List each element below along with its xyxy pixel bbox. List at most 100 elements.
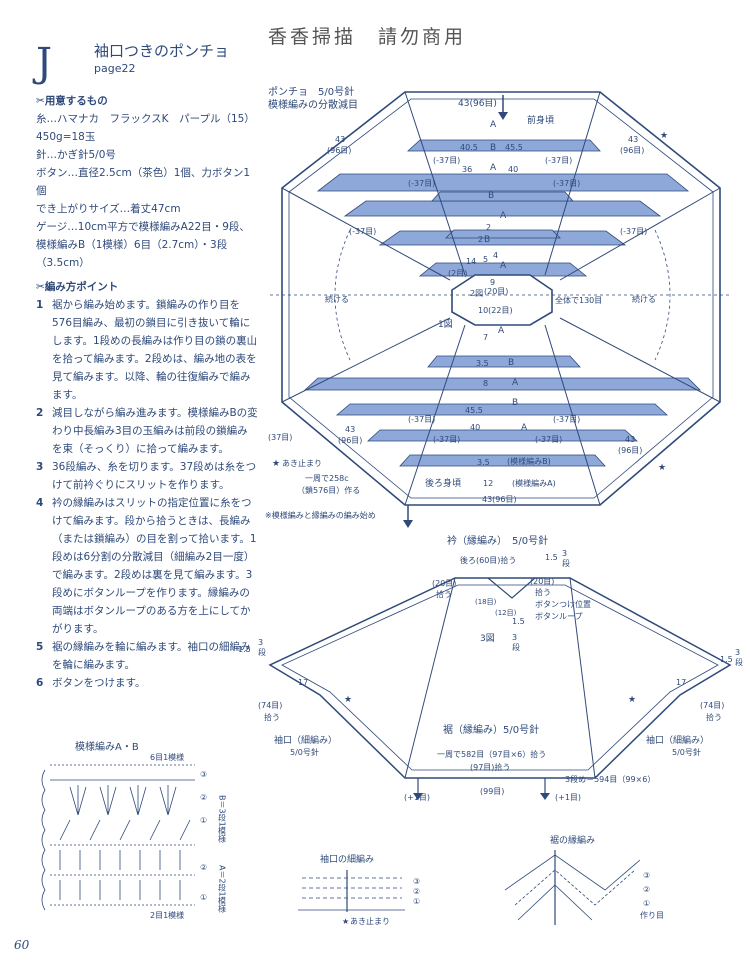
dec-label: (-37目) [349, 227, 376, 236]
band [303, 377, 701, 391]
dim-label: 8 [483, 379, 488, 388]
cuff-title: 袖口（細編み） [274, 734, 337, 746]
dim-label: 14 [466, 257, 476, 266]
dim-label: 10(22目) [478, 306, 513, 315]
hem-outline [268, 577, 732, 779]
dim-label: 40 [470, 423, 480, 432]
fig-label: 1図 [438, 319, 453, 330]
pickup-label: 後ろ(60目)拾う [460, 555, 516, 565]
row-number: ① [643, 899, 650, 908]
diagram-heading: ポンチョ 5/0号針 [268, 85, 354, 98]
hem-count: (97目)拾う [470, 762, 510, 772]
star-icon: ★ [342, 917, 349, 926]
stitch-chart-ab [41, 764, 195, 911]
dim-label: 45.5 [505, 143, 523, 152]
row-number: ③ [413, 877, 420, 886]
cuff-needle: 5/0号針 [290, 747, 319, 757]
pickup-label: (18目) [475, 598, 497, 606]
total-label: 全体で130目 [555, 295, 602, 305]
dim-label: 43 [628, 135, 638, 144]
dim-label: 1.5 [545, 553, 558, 562]
pattern-label: A [521, 423, 528, 433]
row-number: ③ [200, 770, 207, 779]
dim-label: (96目) [620, 146, 644, 155]
dec-label: (-37目) [553, 415, 580, 424]
dim-label: (37目) [268, 433, 292, 442]
dim-label: (96目) [618, 446, 642, 455]
star-icon: ★ [628, 695, 636, 705]
pattern-label: A [500, 211, 507, 221]
dim-label: 43 [345, 425, 355, 434]
dec-label: (-37目) [433, 435, 460, 444]
repeat-label: 2目1模様 [150, 910, 184, 920]
pickup-label: (20目) [432, 579, 456, 588]
continue-label: 続ける [632, 294, 656, 304]
dec-label: (-37目) [408, 415, 435, 424]
fig-label: 3図 [480, 633, 495, 644]
band [445, 229, 561, 239]
repeat-a-label: A＝2段1模様 [218, 865, 227, 913]
collar-title: 衿（縁編み） 5/0号針 [447, 534, 548, 547]
cuff-title: 袖口（細編み） [646, 734, 709, 746]
row-number: ① [200, 893, 207, 902]
dim-label: 3.5 [477, 458, 490, 467]
dim-label: (96目) [327, 146, 351, 155]
materials-line: ゲージ…10cm平方で模様編みA22目・9段、模様編みB（1模様）6目（2.7c… [36, 221, 250, 269]
band [427, 355, 581, 368]
pattern-label: B [488, 191, 494, 201]
dim-label: 段 [735, 657, 743, 667]
dim-label: 3 [735, 648, 740, 657]
dim-label: 5 [483, 255, 488, 264]
cuff-needle: 5/0号針 [672, 747, 701, 757]
instructions-column: ✂用意するもの 糸…ハマナカ フラックスK パープル（15）450g=18玉 針… [36, 90, 258, 692]
dim-label: (20目) [484, 287, 508, 296]
band [399, 454, 606, 467]
dec-label: (-37目) [535, 435, 562, 444]
button-loop: ボタンループ [535, 612, 583, 621]
repeat-label: 6目1模様 [150, 752, 184, 762]
page-title: 袖口つきのポンチョ [94, 42, 230, 60]
dim-label: 段 [258, 647, 266, 657]
dim-label: 40 [508, 165, 518, 174]
dim-label: 1.5 [238, 645, 251, 654]
neck-opening [451, 274, 553, 326]
pattern-label: B [484, 235, 490, 245]
dim-label: 2 [478, 235, 483, 244]
dim-label: 1.5 [512, 617, 525, 626]
row-number: ① [200, 816, 207, 825]
pattern-label: B [490, 143, 496, 153]
star-icon: ★ [658, 463, 666, 473]
dim-label: (2目) [448, 269, 467, 278]
band [316, 173, 690, 192]
instructions-heading: ✂編み方ポイント [36, 281, 119, 293]
fig-ref: 2図 [470, 289, 483, 298]
band [431, 191, 574, 202]
dim-label: 43 [625, 435, 635, 444]
hem-count: 3段め＝594目（99×6） [565, 774, 655, 784]
dim-label: 2 [486, 223, 491, 232]
band [343, 200, 662, 217]
pickup-label: (12目) [495, 609, 517, 617]
dim-label: 17 [676, 678, 686, 687]
hem-stitch-chart [504, 850, 641, 925]
chain-start-label: 作り目 [640, 910, 664, 920]
materials-line: 糸…ハマナカ フラックスK パープル（15）450g=18玉 [36, 113, 255, 143]
dim-label: 17 [298, 678, 308, 687]
dim-label: 36 [462, 165, 472, 174]
dim-label: 12 [483, 479, 493, 488]
row-number: ② [200, 793, 207, 802]
pickup-label: 拾う [535, 587, 551, 597]
dim-label: 9 [490, 278, 495, 287]
pickup-label: 拾う [264, 712, 280, 722]
row-number: ② [643, 885, 650, 894]
dec-label: (-37目) [433, 156, 460, 165]
star-icon: ★ [272, 459, 280, 469]
band [366, 429, 639, 442]
repeat-b-label: B＝3段1模様 [218, 795, 227, 843]
start-note: 一周で258c [305, 474, 349, 483]
dim-label: 3 [562, 549, 567, 558]
hem-count: 一周で582目（97目×6）拾う [437, 749, 546, 759]
